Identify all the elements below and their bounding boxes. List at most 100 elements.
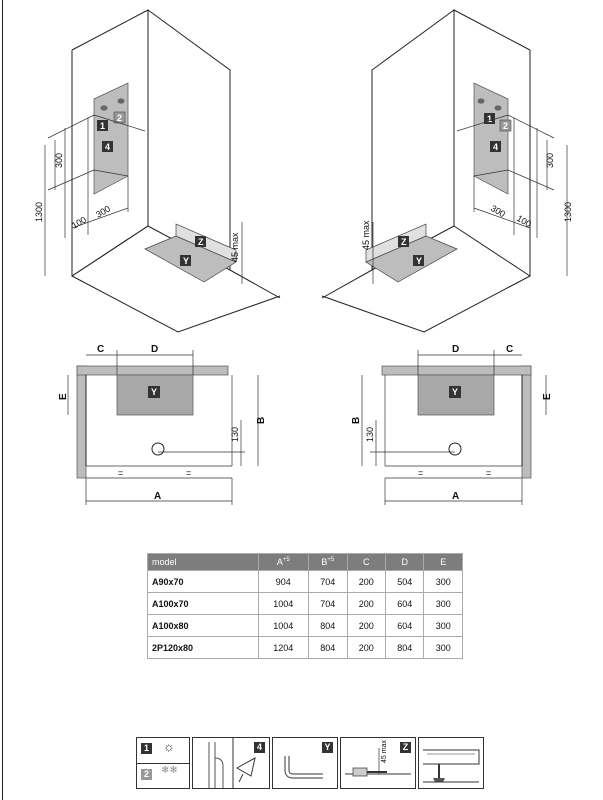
header-d: D — [384, 553, 424, 571]
r-marker-z-label: Z — [401, 237, 407, 247]
cell-model: 2P120x80 — [147, 636, 259, 659]
r-dim-45-max: 45 max — [361, 220, 371, 250]
dim-300-horizontal: 300 — [94, 204, 112, 220]
cell: 504 — [384, 570, 424, 593]
cell: 904 — [257, 570, 309, 593]
legend-light-cold: 1 ☼ 2 ❄❄ — [136, 737, 190, 789]
legend-icon-strip: 1 ☼ 2 ❄❄ 4 Y 45 max Z — [136, 737, 486, 789]
r-dim-300-horizontal: 300 — [489, 203, 507, 219]
legend-box-1: 1 — [141, 743, 152, 754]
plan-dim-a: A — [154, 491, 161, 502]
left-isometric-view: 1 2 4 300 1300 100 300 Z Y 45 max — [34, 9, 281, 333]
cell: 200 — [346, 636, 386, 659]
plan-marker-y: Y — [151, 387, 157, 397]
legend-drain-pipe: Y — [272, 737, 338, 789]
cell: 300 — [423, 570, 463, 593]
cell: 804 — [308, 614, 348, 637]
r-marker-4-label: 4 — [493, 142, 498, 152]
dim-300-vertical: 300 — [54, 153, 64, 168]
marker-1 — [97, 120, 108, 131]
shower-pipe-icon — [208, 738, 256, 788]
header-c: C — [346, 553, 386, 571]
cell: 1204 — [257, 636, 309, 659]
r-plan-eq-1: = — [418, 468, 423, 478]
legend-shower-valve: 4 — [192, 737, 270, 789]
r-plan-eq-2: = — [486, 468, 491, 478]
marker-y-label: Y — [183, 256, 189, 266]
plan-eq-1: = — [118, 468, 123, 478]
cell: 704 — [308, 570, 348, 593]
marker-4 — [102, 141, 113, 152]
cell-model: A90x70 — [147, 570, 259, 593]
cell: 604 — [384, 614, 424, 637]
cell-model: A100x80 — [147, 614, 259, 637]
r-plan-dim-e: E — [542, 393, 553, 400]
r-plan-dim-d: D — [452, 344, 459, 355]
header-b: B+5 — [308, 553, 348, 571]
legend-box-2: 2 — [141, 769, 152, 780]
cell: 1004 — [257, 592, 309, 615]
table-row: A100x70 1004 704 200 604 300 — [147, 592, 463, 615]
table-row: A100x80 1004 804 200 604 300 — [147, 614, 463, 637]
marker-y — [180, 255, 191, 266]
legend-box-y: Y — [322, 742, 333, 753]
marker-4-label: 4 — [105, 142, 110, 152]
cell: 200 — [346, 570, 386, 593]
marker-z — [195, 236, 206, 247]
plan-dim-b: B — [256, 417, 267, 424]
legend-box-4: 4 — [254, 742, 265, 753]
table-row: A90x70 904 704 200 504 300 — [147, 570, 463, 593]
installation-diagram: 1 2 4 300 1300 100 300 Z Y 45 max — [34, 9, 573, 505]
cell: 704 — [308, 592, 348, 615]
header-model: model — [147, 553, 259, 571]
table-row: 2P120x80 1204 804 200 804 300 — [147, 636, 463, 659]
plan-eq-2: = — [186, 468, 191, 478]
page-left-border — [2, 0, 3, 800]
header-e: E — [423, 553, 463, 571]
cell-model: A100x70 — [147, 592, 259, 615]
snowflake-icon: ❄❄ — [161, 765, 178, 776]
table-header-row: model A+5 B+5 C D E — [147, 553, 463, 571]
cell: 604 — [384, 592, 424, 615]
cell: 200 — [346, 592, 386, 615]
r-marker-y-label: Y — [416, 256, 422, 266]
cell: 804 — [308, 636, 348, 659]
cell: 300 — [423, 592, 463, 615]
r-marker-1-label: 1 — [487, 114, 492, 124]
plan-dim-e: E — [58, 393, 69, 400]
marker-2-label: 2 — [117, 113, 122, 123]
marker-1-label: 1 — [100, 121, 105, 131]
model-spec-table: model A+5 B+5 C D E A90x70 904 704 200 5… — [147, 553, 463, 659]
legend-drain-height: 45 max Z — [340, 737, 416, 789]
legend-box-z: Z — [400, 742, 411, 753]
plan-dim-130: 130 — [230, 427, 240, 442]
right-plan-view: Y D C E B 130 = = A — [351, 344, 553, 505]
cell: 1004 — [257, 614, 309, 637]
dim-45-max: 45 max — [230, 232, 240, 262]
cell: 300 — [423, 614, 463, 637]
header-a: A+5 — [257, 553, 309, 571]
right-isometric-view: 1 2 4 300 1300 300 100 Z Y 45 max — [321, 9, 573, 333]
dim-1300: 1300 — [34, 202, 44, 222]
tray-foot-icon — [423, 749, 480, 783]
r-plan-marker-y: Y — [452, 387, 458, 397]
r-dim-300-vertical: 300 — [545, 153, 555, 168]
r-plan-dim-a: A — [452, 491, 459, 502]
dim-100: 100 — [70, 215, 88, 231]
cell: 200 — [346, 614, 386, 637]
r-plan-dim-c: C — [506, 344, 513, 355]
legend-tray-foot — [418, 737, 484, 789]
marker-z-label: Z — [198, 237, 204, 247]
plan-dim-c: C — [97, 344, 104, 355]
drain-height-icon — [345, 748, 411, 777]
legend-45-max: 45 max — [381, 740, 388, 763]
cell: 300 — [423, 636, 463, 659]
r-plan-dim-130: 130 — [365, 427, 375, 442]
sun-icon: ☼ — [163, 739, 175, 754]
r-dim-1300: 1300 — [563, 202, 573, 222]
r-plan-dim-b: B — [351, 417, 362, 424]
drain-pipe-icon — [284, 756, 323, 779]
cell: 804 — [384, 636, 424, 659]
left-plan-view: Y C D E B 130 = = A — [58, 344, 267, 505]
r-marker-2-label: 2 — [503, 121, 508, 131]
